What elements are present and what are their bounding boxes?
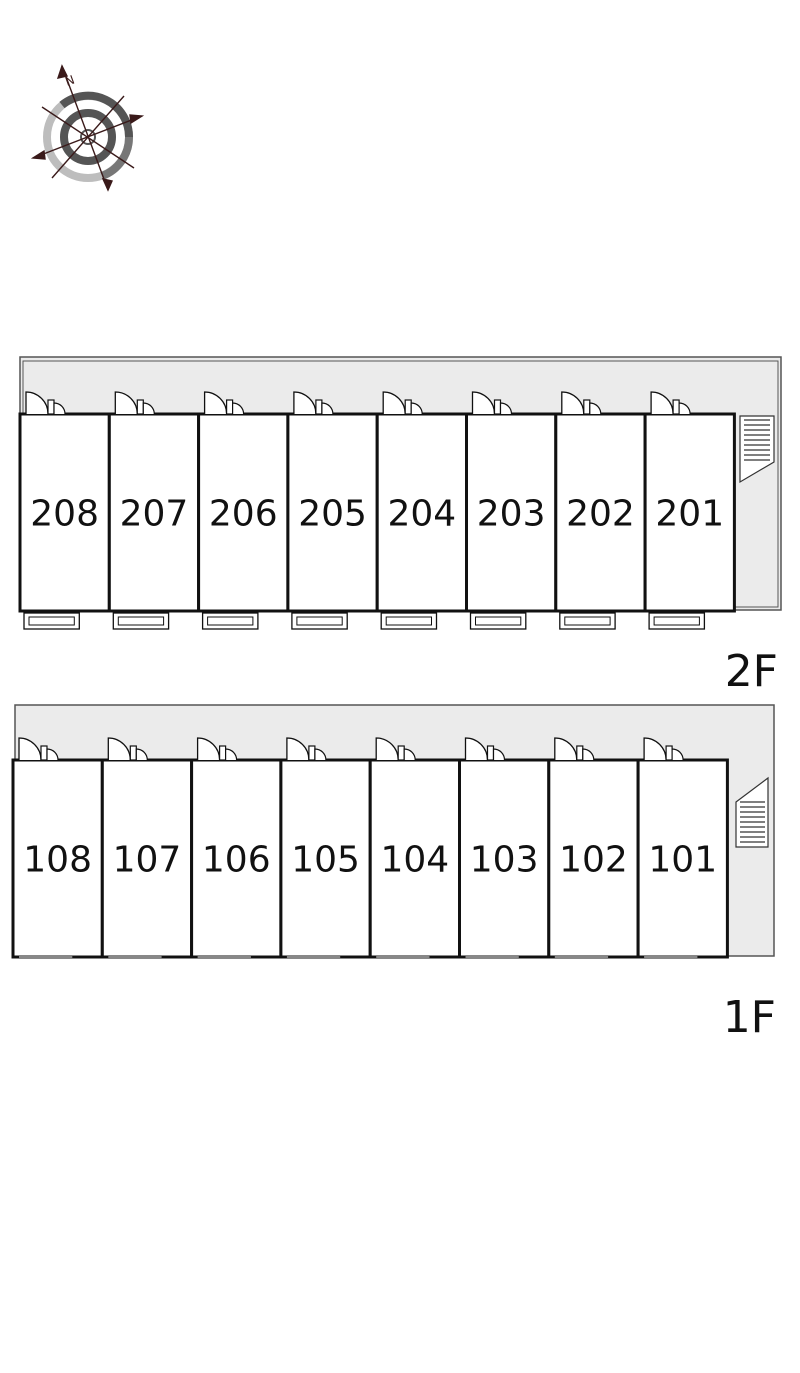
unit-106[interactable]: 106 xyxy=(190,737,283,959)
unit-label: 205 xyxy=(298,494,367,535)
unit-204[interactable]: 204 xyxy=(375,391,469,630)
small-door-swing-icon xyxy=(403,748,416,761)
small-door-swing-icon xyxy=(232,402,245,415)
unit-label: 207 xyxy=(120,494,189,535)
door-frame-icon xyxy=(583,399,591,415)
unit-104[interactable]: 104 xyxy=(368,737,462,959)
small-door-swing-icon xyxy=(499,402,513,415)
small-door-swing-icon xyxy=(492,748,506,761)
unit-label: 204 xyxy=(387,494,456,535)
unit-202[interactable]: 202 xyxy=(554,391,647,630)
floor-label-2f: 2F xyxy=(725,646,778,697)
unit-101[interactable]: 101 xyxy=(636,737,729,959)
balcony-rail xyxy=(207,616,254,626)
door-frame-icon xyxy=(219,745,227,761)
stairs-2f-icon xyxy=(739,415,775,484)
small-door-swing-icon xyxy=(46,748,59,761)
small-door-swing-icon xyxy=(678,402,691,415)
unit-label: 108 xyxy=(23,840,92,881)
unit-label: 105 xyxy=(291,840,360,881)
balcony-rail xyxy=(385,616,433,626)
unit-203[interactable]: 203 xyxy=(465,391,558,630)
room-outline xyxy=(11,758,104,959)
small-door-swing-icon xyxy=(142,402,155,415)
unit-label: 201 xyxy=(655,494,724,535)
stairs-1f-icon xyxy=(735,776,769,848)
floor-2-plan: 208 207 206 205 204 203 202 201 2F xyxy=(18,356,782,697)
unit-206[interactable]: 206 xyxy=(197,391,290,630)
room-outline xyxy=(465,412,558,613)
unit-105[interactable]: 105 xyxy=(279,737,372,959)
unit-label: 206 xyxy=(209,494,278,535)
unit-label: 208 xyxy=(30,494,99,535)
door-frame-icon xyxy=(47,399,55,415)
door-frame-icon xyxy=(493,399,502,415)
door-frame-icon xyxy=(315,399,323,415)
door-frame-icon xyxy=(665,745,673,761)
balcony-rail xyxy=(564,616,611,626)
small-door-swing-icon xyxy=(314,748,327,761)
compass-rose-icon: N xyxy=(30,64,145,192)
balcony-rail xyxy=(28,616,75,626)
unit-label: 202 xyxy=(566,494,635,535)
unit-108[interactable]: 108 xyxy=(11,737,104,959)
unit-label: 101 xyxy=(648,840,717,881)
unit-label: 107 xyxy=(113,840,182,881)
north-letter: N xyxy=(63,73,76,89)
room-outline xyxy=(458,758,551,959)
balcony-rail xyxy=(475,616,522,626)
unit-label: 103 xyxy=(470,840,539,881)
door-frame-icon xyxy=(129,745,137,761)
unit-103[interactable]: 103 xyxy=(458,737,551,959)
small-door-swing-icon xyxy=(410,402,423,415)
unit-207[interactable]: 207 xyxy=(107,391,201,630)
room-outline xyxy=(643,412,736,613)
door-frame-icon xyxy=(40,745,48,761)
door-frame-icon xyxy=(404,399,412,415)
balcony-rail xyxy=(117,616,165,626)
small-door-swing-icon xyxy=(671,748,684,761)
door-frame-icon xyxy=(576,745,584,761)
unit-label: 203 xyxy=(477,494,546,535)
unit-201[interactable]: 201 xyxy=(643,391,736,630)
door-frame-icon xyxy=(486,745,495,761)
balcony-rail xyxy=(653,616,700,626)
unit-208[interactable]: 208 xyxy=(18,391,111,630)
unit-205[interactable]: 205 xyxy=(286,391,379,630)
door-frame-icon xyxy=(226,399,234,415)
door-frame-icon xyxy=(672,399,680,415)
small-door-swing-icon xyxy=(135,748,148,761)
room-outline xyxy=(197,412,290,613)
units-1f: 108 107 106 105 104 103 102 101 xyxy=(11,737,729,959)
room-outline xyxy=(375,412,469,613)
door-frame-icon xyxy=(308,745,316,761)
small-door-swing-icon xyxy=(589,402,602,415)
unit-102[interactable]: 102 xyxy=(547,737,640,959)
floor-label-1f: 1F xyxy=(723,992,776,1043)
small-door-swing-icon xyxy=(321,402,334,415)
unit-label: 106 xyxy=(202,840,271,881)
small-door-swing-icon xyxy=(53,402,66,415)
balcony-rail xyxy=(296,616,343,626)
floor-1-plan: 108 107 106 105 104 103 102 101 1F xyxy=(11,704,776,1043)
small-door-swing-icon xyxy=(582,748,595,761)
unit-107[interactable]: 107 xyxy=(100,737,194,959)
unit-label: 104 xyxy=(380,840,449,881)
door-frame-icon xyxy=(397,745,405,761)
unit-label: 102 xyxy=(559,840,628,881)
units-2f: 208 207 206 205 204 203 202 201 xyxy=(18,391,736,630)
small-door-swing-icon xyxy=(225,748,238,761)
room-outline xyxy=(286,412,379,613)
door-frame-icon xyxy=(136,399,144,415)
